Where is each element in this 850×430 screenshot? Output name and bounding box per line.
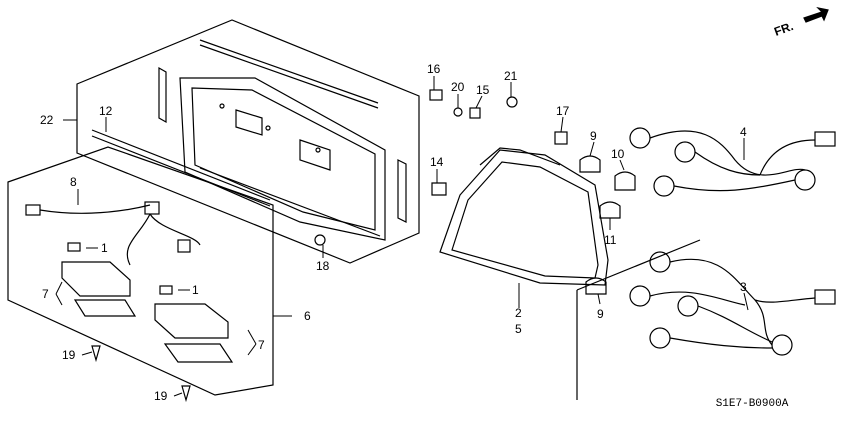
callout-21: 21 [504,69,518,83]
fasteners [314,89,568,246]
upper-molding-strip [199,39,379,109]
callout-10: 10 [611,147,625,161]
tail-lamp-unit [439,147,609,286]
garnish-group-box [76,19,420,264]
callout-1b: 1 [192,283,199,297]
license-garnish-frame [179,77,386,241]
callout-14: 14 [430,155,444,169]
callout-16: 16 [427,62,441,76]
tail-harness-upper [629,127,836,197]
license-harness [25,201,201,266]
callout-6: 6 [304,309,311,323]
left-seal [158,66,167,124]
bulbs-1 [67,242,173,295]
callout-18: 18 [316,259,330,273]
callout-22: 22 [40,113,54,127]
callout-17: 17 [556,104,570,118]
callout-19b: 19 [154,389,168,403]
callout-9b: 9 [597,307,604,321]
harness-group-line [576,239,701,291]
callout-15: 15 [476,83,490,97]
license-light-group-box [7,146,274,396]
screws-19 [91,345,191,403]
callout-12: 12 [99,104,113,118]
front-arrow-icon [803,7,829,23]
callout-7b: 7 [258,338,265,352]
callout-8: 8 [70,175,77,189]
callout-1a: 1 [101,241,108,255]
callout-9a: 9 [590,129,597,143]
lower-molding-strip [91,129,381,237]
callout-numbers: 22 12 8 1 1 7 7 6 19 19 18 14 16 20 15 2… [40,62,747,403]
callout-20: 20 [451,80,465,94]
right-seal [397,159,407,223]
callout-3: 3 [740,280,747,294]
callout-2: 2 [515,306,522,320]
diagram-code: S1E7-B0900A [716,398,789,410]
tail-bulbs [579,155,636,295]
license-light-housings [61,261,234,363]
callout-19a: 19 [62,348,76,362]
front-label: FR. [772,19,795,39]
callout-7a: 7 [42,287,49,301]
callout-4: 4 [740,125,747,139]
leader-lines [55,76,749,397]
tail-harness-lower [629,251,836,356]
callout-5: 5 [515,322,522,336]
callout-11: 11 [604,233,617,247]
